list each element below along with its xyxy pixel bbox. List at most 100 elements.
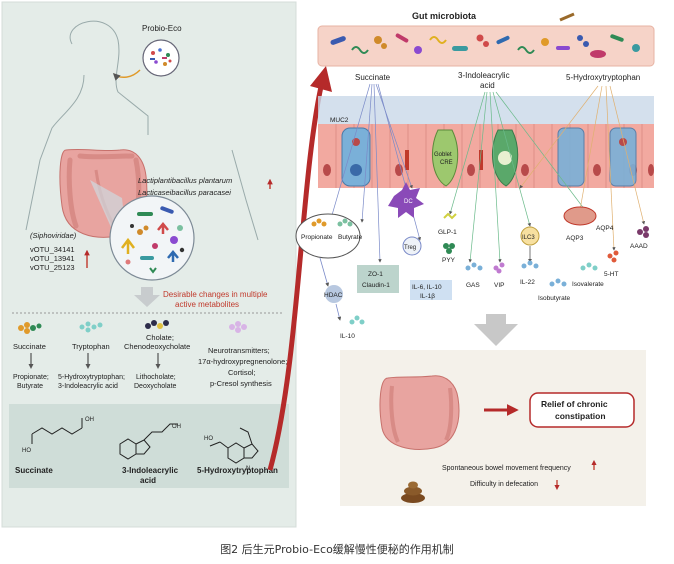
- effect-sbm: Spontaneous bowel movement frequency: [442, 465, 571, 472]
- figure-caption: 图2 后生元Probio-Eco缓解慢性便秘的作用机制: [220, 543, 454, 556]
- structure-succinate-label: Succinate: [15, 466, 53, 475]
- top-indoleacrylic-label: 3-Indoleacrylic: [458, 71, 510, 80]
- group-neuro-label-2: 17α-hydroxypregnenolone;: [198, 357, 287, 366]
- left-panel: Probio-Eco: [1, 1, 297, 528]
- top-indoleacrylic-label-2: acid: [480, 81, 495, 90]
- svg-text:OH: OH: [172, 424, 181, 430]
- product-label: Probio-Eco: [142, 24, 182, 33]
- big-red-arrowhead: [310, 66, 332, 92]
- il1b-label: IL-1β: [420, 293, 435, 300]
- butyrate-label: Butyrate: [338, 234, 363, 241]
- zo1-label: ZO-1: [368, 271, 383, 278]
- microbe-icons: [121, 206, 185, 274]
- group-tryptophan-product-1: 5-Hydroxytryptophan;: [58, 374, 125, 381]
- goblet-label-2: CRE: [440, 160, 453, 166]
- votu-1-label: vOTU_34141: [30, 245, 75, 254]
- microbiota-title: Gut microbiota: [412, 11, 477, 21]
- muc2-label: MUC2: [330, 117, 349, 124]
- indoleacrylic-structure: [119, 423, 178, 460]
- group-succinate-product-2: Butyrate: [17, 383, 43, 390]
- stool-icon: [401, 481, 425, 503]
- group-cholate-label: Cholate;: [146, 333, 174, 342]
- ilc3-label: ILC3: [522, 235, 535, 241]
- effect-difficulty: Difficulty in defecation: [470, 481, 538, 488]
- group-neuro-label-3: Cortisol;: [228, 368, 256, 377]
- il22-label: IL-22: [520, 279, 535, 286]
- structure-iaa-label-2: acid: [140, 476, 156, 485]
- top-5htp-label: 5-Hydroxytryptophan: [566, 73, 640, 82]
- microbiome-zoom: [109, 195, 195, 281]
- pyy-icon: [443, 243, 455, 254]
- gas-label: GAS: [466, 282, 480, 289]
- aaad-label: AAAD: [630, 243, 648, 250]
- scfa-dots: [311, 218, 353, 227]
- relief-line1: Relief of chronic: [541, 399, 608, 409]
- group-cholate-product-1: Lithocholate;: [136, 374, 176, 381]
- right-panel: Gut microbiota Succinate 3-Indoleacrylic…: [295, 11, 655, 506]
- glp1-icon: [443, 212, 457, 220]
- probiotic-dots: [150, 48, 172, 66]
- hdac-label: HDAC: [324, 292, 343, 299]
- dc-label: DC: [404, 199, 413, 205]
- microbiota-icons: [330, 12, 640, 58]
- colon-outcome-icon: [379, 375, 460, 450]
- group-neuro-label: Neurotransmitters;: [208, 346, 270, 355]
- down-arrow-1: [134, 287, 160, 307]
- votu-2-label: vOTU_13941: [30, 254, 75, 263]
- body-outline: [25, 74, 85, 231]
- muc2-cell: [341, 127, 371, 187]
- top-succinate-label: Succinate: [355, 73, 391, 82]
- glp1-label: GLP-1: [438, 229, 457, 236]
- relief-line2: constipation: [555, 411, 606, 421]
- down-arrow-2: [474, 314, 518, 346]
- cytokine-box: [410, 280, 452, 300]
- svg-text:HO: HO: [204, 436, 213, 442]
- goblet-cell: [432, 129, 459, 187]
- bacterium-2-label: Lacticaseibacillus paracasei: [138, 188, 231, 197]
- metabolite-groups: Succinate Propionate; Butyrate Tryptopha…: [12, 312, 287, 390]
- tight-junction-box: [357, 265, 399, 293]
- probio-eco-icon: [142, 39, 180, 77]
- head-outline: [69, 20, 149, 135]
- big-red-arrow: [267, 81, 325, 471]
- 5ht-label: 5-HT: [604, 271, 618, 278]
- desirable-changes-line1: Desirable changes in multiple: [163, 290, 268, 299]
- bacterium-1-label: Lactiplantibacillus plantarum: [138, 176, 232, 185]
- group-cholate-product-2: Deoxycholate: [134, 383, 177, 390]
- votu-3-label: vOTU_25123: [30, 263, 75, 272]
- succinate-structure: [31, 418, 83, 444]
- vip-label: VIP: [494, 282, 504, 289]
- pyy-label: PYY: [442, 257, 456, 264]
- relief-box: [529, 392, 635, 428]
- cytokines-label: IL-6, IL-10: [412, 284, 442, 291]
- treg-circle: [402, 236, 422, 256]
- dc-cell: [388, 182, 424, 218]
- aqp3-shape: [563, 206, 597, 226]
- desirable-changes-line2: active metabolites: [175, 300, 239, 309]
- aqp3-label: AQP3: [566, 235, 584, 242]
- hdac-circle: [325, 285, 343, 303]
- svg-text:N: N: [246, 466, 250, 472]
- propionate-label: Propionate: [301, 234, 333, 241]
- claudin-label: Claudin-1: [362, 282, 390, 289]
- intake-arrow: [112, 69, 141, 81]
- group-succinate-label: Succinate: [13, 342, 46, 351]
- svg-text:HO: HO: [22, 448, 31, 454]
- ilc3-circle: [520, 226, 540, 246]
- il10-label: IL-10: [340, 333, 355, 340]
- phage-family-label: (Siphoviridae): [30, 231, 77, 240]
- goblet-label: Goblet: [434, 152, 452, 158]
- isobutyrate-label: Isobutyrate: [538, 295, 571, 302]
- epithelium: [318, 124, 654, 188]
- svg-text:OH: OH: [85, 417, 94, 423]
- group-tryptophan-product-2: 3-Indoleacrylic acid: [58, 383, 118, 390]
- group-neuro-label-4: p-Cresol synthesis: [210, 379, 272, 388]
- htp-structure: [209, 427, 259, 464]
- group-succinate-product-1: Propionate;: [13, 374, 49, 381]
- structure-iaa-label: 3-Indoleacrylic: [122, 466, 179, 475]
- structure-5htp-label: 5-Hydroxytryptophan: [197, 466, 278, 475]
- aqp-cell: [557, 127, 585, 187]
- isovalerate-label: Isovalerate: [572, 281, 604, 288]
- treg-label: Treg: [404, 245, 416, 251]
